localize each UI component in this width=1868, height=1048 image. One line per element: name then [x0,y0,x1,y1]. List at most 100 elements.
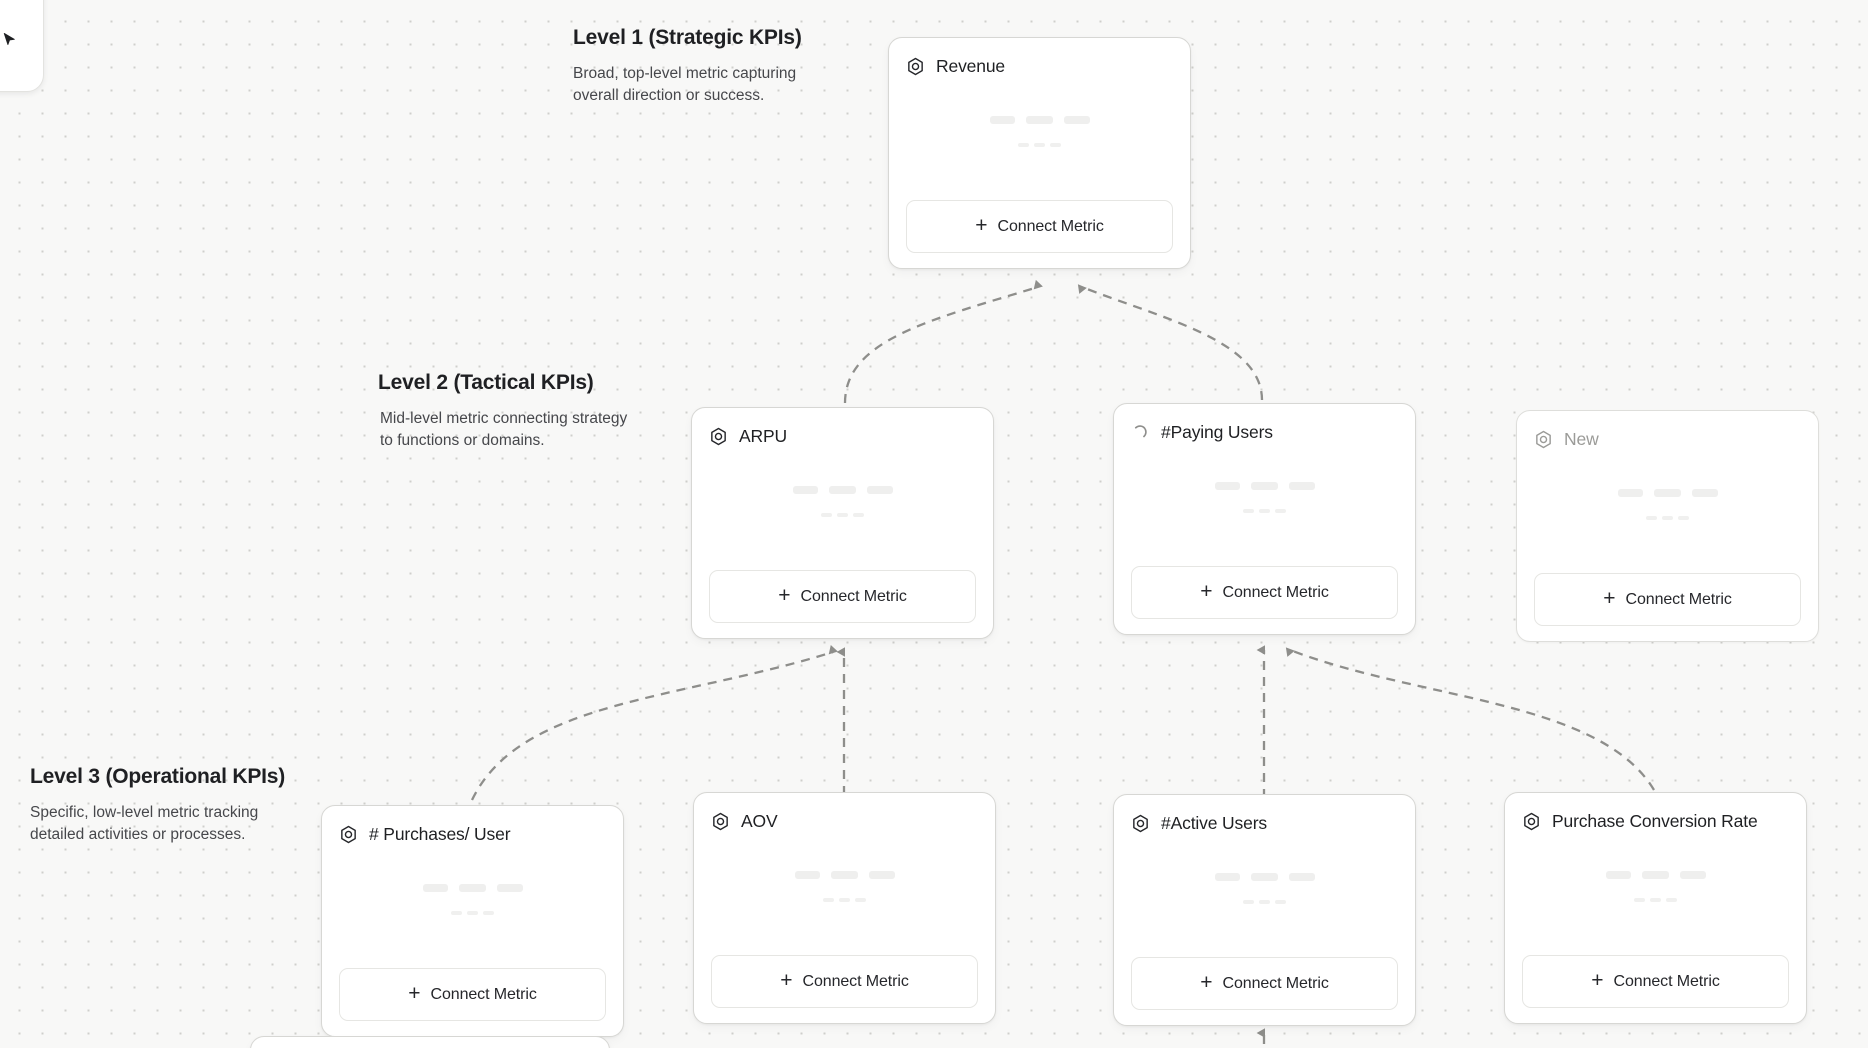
connect-metric-button[interactable]: + Connect Metric [339,968,606,1021]
plus-icon: + [408,982,421,1005]
card-skeleton-body [709,448,976,570]
card-title: # Purchases/ User [369,823,511,844]
cursor-pointer-icon[interactable] [2,32,18,53]
connect-metric-label: Connect Metric [1625,590,1732,608]
skeleton-bar [1679,870,1706,879]
skeleton-bar [1653,488,1681,497]
connect-metric-button[interactable]: + Connect Metric [1534,573,1801,626]
level-label-3: Level 3 (Operational KPIs) Specific, low… [30,765,285,847]
skeleton-bar [1018,142,1029,147]
connect-metric-button[interactable]: + Connect Metric [1131,566,1398,619]
hexagon-metric-icon [1131,814,1150,833]
skeleton-bar [467,910,478,915]
skeleton-bar [1025,115,1053,124]
card-skeleton-body [1131,444,1398,566]
metric-card-purchases-per-user[interactable]: # Purchases/ User + Connect Metric [321,805,624,1037]
connect-metric-button[interactable]: + Connect Metric [711,955,978,1008]
metric-card-paying-users[interactable]: #Paying Users + Connect Metric [1113,403,1416,635]
skeleton-row-primary [989,115,1090,124]
plus-icon: + [778,584,791,607]
connect-metric-label: Connect Metric [1613,972,1720,990]
plus-icon: + [780,969,793,992]
card-header: #Active Users [1131,811,1398,835]
skeleton-bar [830,870,858,879]
metric-card-active-users[interactable]: #Active Users + Connect Metric [1113,794,1416,1026]
metric-card-offscreen-bottom[interactable] [250,1036,610,1048]
skeleton-bar [868,870,895,879]
card-skeleton-body [711,833,978,955]
skeleton-bar [1050,142,1061,147]
skeleton-row-secondary [821,512,864,517]
level-label-1: Level 1 (Strategic KPIs) Broad, top-leve… [573,26,823,108]
level-1-description: Broad, top-level metric capturing overal… [573,65,797,105]
connect-metric-button[interactable]: + Connect Metric [1131,957,1398,1010]
level-label-2: Level 2 (Tactical KPIs) Mid-level metric… [378,371,630,453]
skeleton-bar [1250,481,1278,490]
skeleton-bar [1634,897,1645,902]
plus-icon: + [1200,971,1213,994]
skeleton-bar [839,897,850,902]
metric-card-arpu[interactable]: ARPU + Connect Metric [691,407,994,639]
skeleton-row-primary [792,485,893,494]
plus-icon: + [975,214,988,237]
card-header: New [1534,427,1801,451]
skeleton-row-primary [794,870,895,879]
skeleton-row-secondary [1243,899,1286,904]
skeleton-bar [1275,899,1286,904]
metric-card-aov[interactable]: AOV + Connect Metric [693,792,996,1024]
skeleton-row-secondary [1243,508,1286,513]
skeleton-bar [496,883,523,892]
skeleton-bar [1641,870,1669,879]
edge-paying-users-revenue [1077,284,1264,401]
card-title: Revenue [936,55,1006,76]
card-title: Purchase Conversion Rate [1552,810,1758,831]
skeleton-bar [853,512,864,517]
card-skeleton-body [1131,835,1398,957]
skeleton-bar [1646,515,1657,520]
card-skeleton-body [1534,451,1801,573]
tool-panel[interactable] [0,0,44,92]
level-3-title: Level 3 (Operational KPIs) [30,765,286,788]
card-skeleton-body [339,846,606,968]
skeleton-row-primary [1605,870,1706,879]
plus-icon: + [1200,580,1213,603]
metric-card-purchase-conversion-rate[interactable]: Purchase Conversion Rate + Connect Metri… [1504,792,1807,1024]
connect-metric-button[interactable]: + Connect Metric [906,200,1173,253]
card-header: Revenue [906,54,1173,78]
skeleton-bar [483,910,494,915]
skeleton-bar [1662,515,1673,520]
skeleton-bar [1288,872,1315,881]
skeleton-bar [794,870,820,879]
skeleton-bar [837,512,848,517]
skeleton-bar [855,897,866,902]
card-title: New [1564,428,1599,449]
metric-card-new[interactable]: New + Connect Metric [1516,410,1819,642]
card-title: AOV [741,810,778,831]
skeleton-bar [1063,115,1090,124]
skeleton-row-primary [1617,488,1718,497]
level-3-description: Specific, low-level metric tracking deta… [30,804,259,844]
card-title: ARPU [739,425,788,446]
hexagon-metric-icon [339,825,358,844]
skeleton-bar [1259,899,1270,904]
metric-card-revenue[interactable]: Revenue + Connect Metric [888,37,1191,269]
skeleton-bar [821,512,832,517]
connect-metric-button[interactable]: + Connect Metric [709,570,976,623]
skeleton-bar [458,883,486,892]
level-2-title: Level 2 (Tactical KPIs) [378,371,594,394]
skeleton-bar [1250,872,1278,881]
skeleton-bar [823,897,834,902]
skeleton-bar [1650,897,1661,902]
hexagon-metric-icon [1534,430,1553,449]
connect-metric-label: Connect Metric [1222,583,1329,601]
skeleton-row-secondary [1018,142,1061,147]
card-title: #Paying Users [1161,421,1273,442]
card-skeleton-body [1522,833,1789,955]
plus-icon: + [1603,587,1616,610]
card-header: ARPU [709,424,976,448]
connect-metric-button[interactable]: + Connect Metric [1522,955,1789,1008]
skeleton-row-secondary [451,910,494,915]
skeleton-bar [1243,508,1254,513]
edge-purchases-arpu [470,644,838,801]
